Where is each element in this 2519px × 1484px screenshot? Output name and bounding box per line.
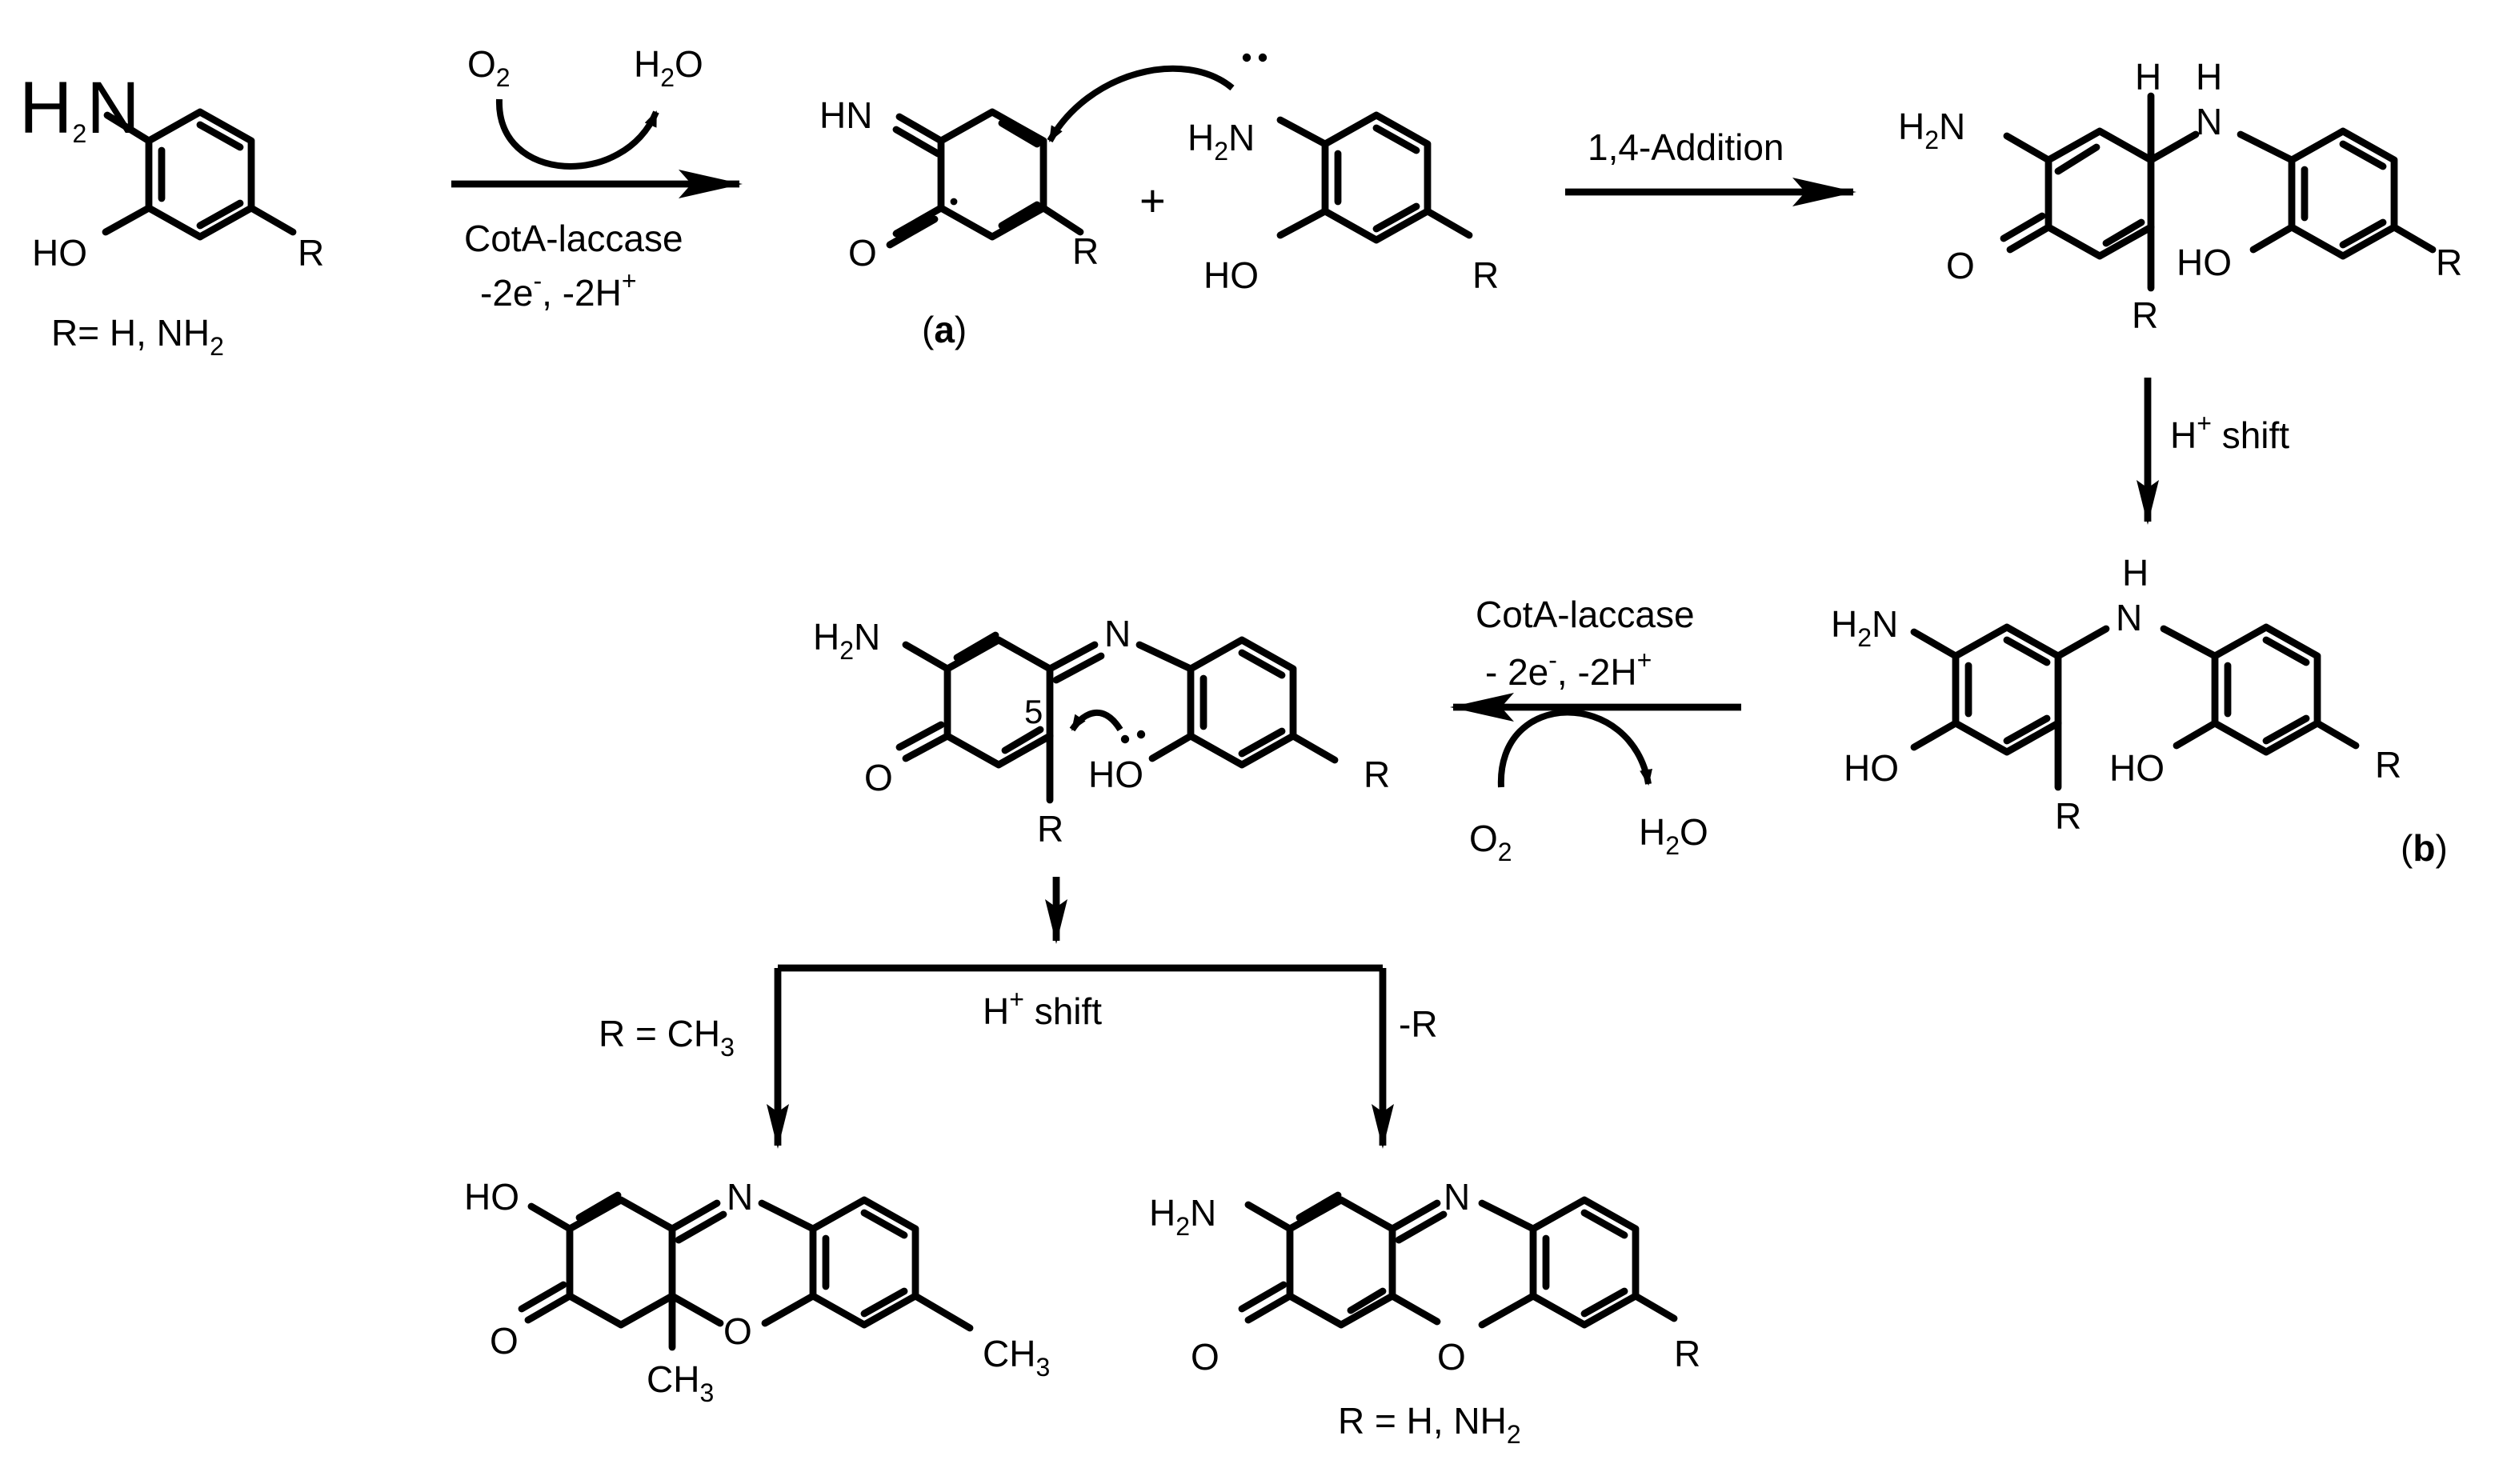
product-methyl-phenoxazinone: HO O N O CH3 CH3 <box>464 1176 1050 1407</box>
o-label: O <box>1946 245 1975 286</box>
ch3-label: CH3 <box>983 1333 1050 1382</box>
r-label: R <box>1364 754 1390 795</box>
n-label: N <box>1104 613 1131 654</box>
r-label: R <box>2375 744 2401 786</box>
hn-label: HN <box>819 94 872 136</box>
nh2-label: H2N <box>1831 603 1898 652</box>
ho-label: HO <box>464 1176 519 1218</box>
n-label: N <box>727 1176 753 1218</box>
r-label: R <box>2055 795 2081 837</box>
r-label: R <box>2436 242 2462 283</box>
plus-sign: + <box>1139 175 1166 226</box>
r-definition: R = H, NH2 <box>1338 1400 1521 1449</box>
electron-proton-loss: - 2e-, -2H+ <box>1485 646 1652 693</box>
adduct-structure: H2N O H H N R HO R <box>1898 56 2462 336</box>
h2o-product: H2O <box>1639 811 1708 860</box>
n-label: N <box>1444 1176 1470 1218</box>
r-definition: R= H, NH2 <box>51 312 224 361</box>
electron-proton-loss: -2e-, -2H+ <box>480 266 637 314</box>
enzyme-label: CotA-laccase <box>464 218 683 259</box>
o-label: O <box>1437 1336 1466 1378</box>
h-label: H <box>2196 56 2222 98</box>
h-label: H <box>2122 552 2149 594</box>
n-label: N <box>2116 597 2142 638</box>
o-label: O <box>848 232 877 274</box>
o-label: O <box>1191 1336 1219 1378</box>
hshift-label: H+ shift <box>2170 409 2289 456</box>
o2-reagent: O2 <box>1469 818 1512 866</box>
diarylamine-b: H2N HO H N R HO R (b) <box>1831 552 2448 869</box>
product-aminophenoxazinone: H2N O N O R R = H, NH2 <box>1149 1176 1700 1449</box>
o-label: O <box>490 1320 519 1362</box>
n-label: N <box>2196 101 2222 142</box>
hshift-label: H+ shift <box>983 985 1102 1032</box>
ho-label: HO <box>1088 754 1143 795</box>
ho-label: HO <box>1844 747 1899 789</box>
o-label: O <box>723 1310 752 1352</box>
nh2-label: H2N <box>19 67 140 149</box>
nh2-label: H2N <box>1149 1192 1216 1241</box>
nh2-label: H2N <box>1898 106 1965 154</box>
enzyme-label: CotA-laccase <box>1476 594 1695 635</box>
oxidation-arrow-2: CotA-laccase - 2e-, -2H+ O2 H2O <box>1450 594 1741 866</box>
addition-arrow: 1,4-Addition <box>1565 126 1856 206</box>
proton-shift-arrow-1: H+ shift <box>2137 378 2289 525</box>
quinone-imine-dimer: H2N O N 5 R HO R <box>813 613 1390 850</box>
r-label: R <box>1037 808 1063 850</box>
r-label: R <box>298 232 324 274</box>
nh2-label: H2N <box>1187 117 1255 166</box>
o-label: O <box>864 757 893 798</box>
ch3-label: CH3 <box>647 1358 714 1407</box>
branch-right-label: -R <box>1399 1003 1438 1045</box>
h2o-product: H2O <box>634 43 703 92</box>
ho-label: HO <box>32 232 87 274</box>
branch-arrows: H+ shift R = CH3 -R <box>599 877 1438 1149</box>
oxidation-arrow-1: O2 H2O CotA-laccase -2e-, -2H+ <box>451 43 743 314</box>
quinone-imine-a: HN O R (a) <box>819 65 1235 350</box>
compound-b-label: (b) <box>2401 827 2448 869</box>
branch-left-label: R = CH3 <box>599 1013 735 1062</box>
addition-label: 1,4-Addition <box>1588 126 1784 168</box>
r-label: R <box>1674 1333 1700 1374</box>
r-label: R <box>1472 254 1499 296</box>
compound-a-label: (a) <box>922 309 967 350</box>
aminophenol-nucleophile: H2N HO R <box>1187 53 1499 296</box>
o2-reagent: O2 <box>467 43 511 92</box>
aminophenol-structure: H2N HO R R= H, NH2 <box>19 67 324 361</box>
position-five-label: 5 <box>1024 693 1043 730</box>
ho-label: HO <box>2177 242 2232 283</box>
ho-label: HO <box>2109 747 2165 789</box>
ho-label: HO <box>1203 254 1259 296</box>
r-label: R <box>2132 294 2158 336</box>
r-label: R <box>1072 230 1099 272</box>
nh2-label: H2N <box>813 616 880 665</box>
h-label: H <box>2135 56 2161 98</box>
